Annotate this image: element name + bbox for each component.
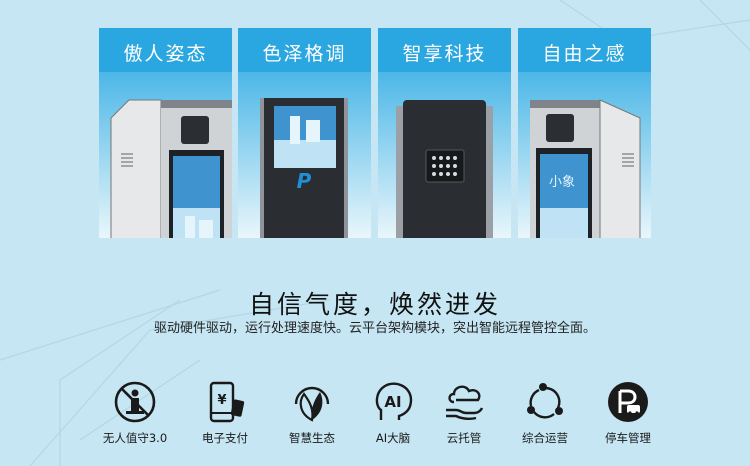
product-panel-3: 智享科技	[378, 28, 511, 238]
feature-parking: 停车管理	[583, 380, 673, 450]
feature-payment: ¥ 电子支付	[180, 380, 270, 450]
feature-operations: 综合运营	[500, 380, 590, 450]
operations-cycle-icon	[527, 383, 563, 419]
screen-brand-text: 小象	[549, 175, 575, 190]
product-panel-1: 傲人姿态	[99, 28, 232, 238]
feature-unattended: 无人值守3.0	[90, 380, 180, 450]
product-panel-4: 自由之感 小象	[518, 28, 651, 238]
cloud-hand-icon	[446, 385, 484, 421]
feature-cloud: 云托管	[419, 380, 509, 450]
product-panel-2: 色泽格调 P	[238, 28, 371, 238]
panel-title: 智享科技	[378, 28, 511, 76]
panel-title: 傲人姿态	[99, 28, 232, 76]
svg-text:AI: AI	[384, 393, 401, 411]
panel-title: 自由之感	[518, 28, 651, 76]
feature-label: 智慧生态	[289, 431, 335, 445]
brand-logo: P	[297, 169, 312, 193]
terminal-angled-view-icon: 小象	[530, 99, 641, 238]
terminal-front-view-icon: P	[260, 98, 348, 238]
ai-brain-icon: AI	[375, 382, 413, 420]
feature-label: AI大脑	[375, 431, 411, 445]
terminal-back-view-icon	[396, 100, 493, 238]
svg-text:¥: ¥	[217, 393, 226, 408]
feature-ecology: 智慧生态	[267, 380, 357, 450]
leaf-ecology-icon	[294, 386, 330, 422]
feature-label: 云托管	[446, 431, 482, 445]
feature-label: 电子支付	[202, 431, 248, 445]
feature-ai: AI AI大脑	[348, 380, 438, 450]
mobile-payment-icon: ¥	[209, 381, 245, 423]
parking-car-icon	[608, 382, 648, 422]
terminal-side-view-icon	[110, 99, 232, 238]
feature-label: 停车管理	[605, 431, 651, 445]
headline: 自信气度，焕然进发	[248, 290, 501, 319]
feature-label: 综合运营	[522, 431, 568, 445]
unattended-person-icon	[114, 381, 156, 423]
description: 驱动硬件驱动，运行处理速度快。云平台架构模块，突出智能远程管控全面。	[153, 321, 596, 336]
feature-label: 无人值守3.0	[102, 431, 168, 445]
panel-title: 色泽格调	[238, 28, 371, 76]
